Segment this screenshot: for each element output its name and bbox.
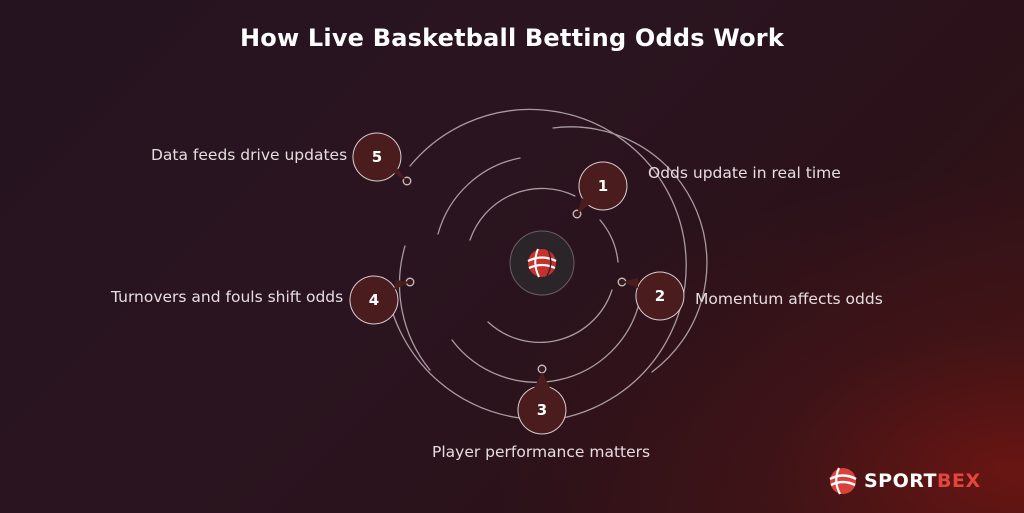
- badge-3-number: 3: [537, 401, 547, 419]
- badge-5-shape: [352, 132, 402, 182]
- step-1-label: Odds update in real time: [648, 164, 841, 182]
- badge-3-shape: [517, 385, 567, 435]
- orbit-ring-4c: [599, 219, 619, 263]
- brand-logo: SPORTBEX: [828, 466, 981, 496]
- brand-wordmark-part2: BEX: [937, 470, 981, 492]
- page-title: How Live Basketball Betting Odds Work: [240, 24, 784, 52]
- sportbex-logo-icon: [829, 467, 857, 495]
- brand-wordmark: SPORTBEX: [864, 470, 981, 492]
- step-4-label: Turnovers and fouls shift odds: [111, 288, 344, 306]
- badge-4-number: 4: [369, 291, 379, 309]
- step-5-label: Data feeds drive updates: [151, 146, 348, 164]
- orbit-ring-2b: [398, 245, 431, 371]
- badge-4-shape: [349, 275, 399, 325]
- step-3-label: Player performance matters: [432, 443, 651, 461]
- badge-2-shape: [635, 271, 685, 321]
- brand-wordmark-part1: SPORT: [864, 470, 937, 492]
- orbit-ring-3: [437, 157, 521, 235]
- orbit-ring-4: [469, 187, 576, 241]
- orbit-ring-3b: [451, 299, 641, 383]
- orbit-ring-outer: [409, 108, 687, 422]
- badge-1-number: 1: [598, 177, 608, 195]
- connector-dot-3: [537, 364, 547, 374]
- orbit-ring-2: [552, 126, 708, 373]
- orbit-ring-4b: [487, 289, 613, 344]
- orbit-ring-outer-gap: [385, 283, 521, 419]
- basketball-globe-icon: [527, 248, 557, 278]
- badge-1-shape: [578, 161, 628, 211]
- badge-5-number: 5: [372, 148, 382, 166]
- badge-2-number: 2: [655, 287, 665, 305]
- step-2-label: Momentum affects odds: [695, 290, 883, 308]
